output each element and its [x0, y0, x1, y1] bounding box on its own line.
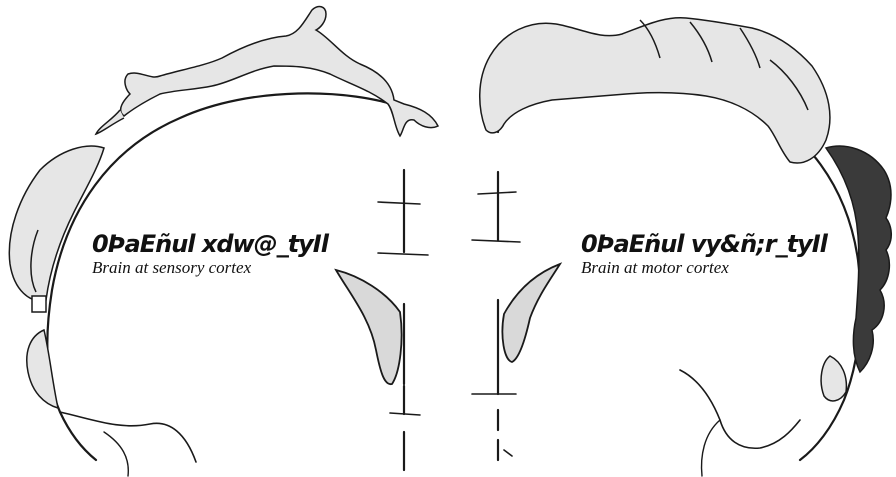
- motor-homunculus: [480, 18, 830, 163]
- sensory-caption: 0ÞaEñul xdw@_tyIl Brain at sensory corte…: [92, 231, 328, 279]
- motor-face-region: [821, 146, 891, 401]
- sensory-homunculus: [96, 7, 438, 136]
- sensory-face-region: [9, 146, 104, 408]
- sensory-english-label: Brain at sensory cortex: [92, 257, 328, 279]
- motor-script-label: 0ÞaEñul vy&ñ;r_tyIl: [581, 231, 827, 257]
- sensory-script-label: 0ÞaEñul xdw@_tyIl: [92, 231, 328, 257]
- motor-caption: 0ÞaEñul vy&ñ;r_tyIl Brain at motor corte…: [581, 231, 827, 279]
- sensory-ventricle: [336, 270, 402, 384]
- motor-ventricle: [502, 264, 560, 362]
- sensory-small-box: [32, 296, 46, 312]
- motor-english-label: Brain at motor cortex: [581, 257, 827, 279]
